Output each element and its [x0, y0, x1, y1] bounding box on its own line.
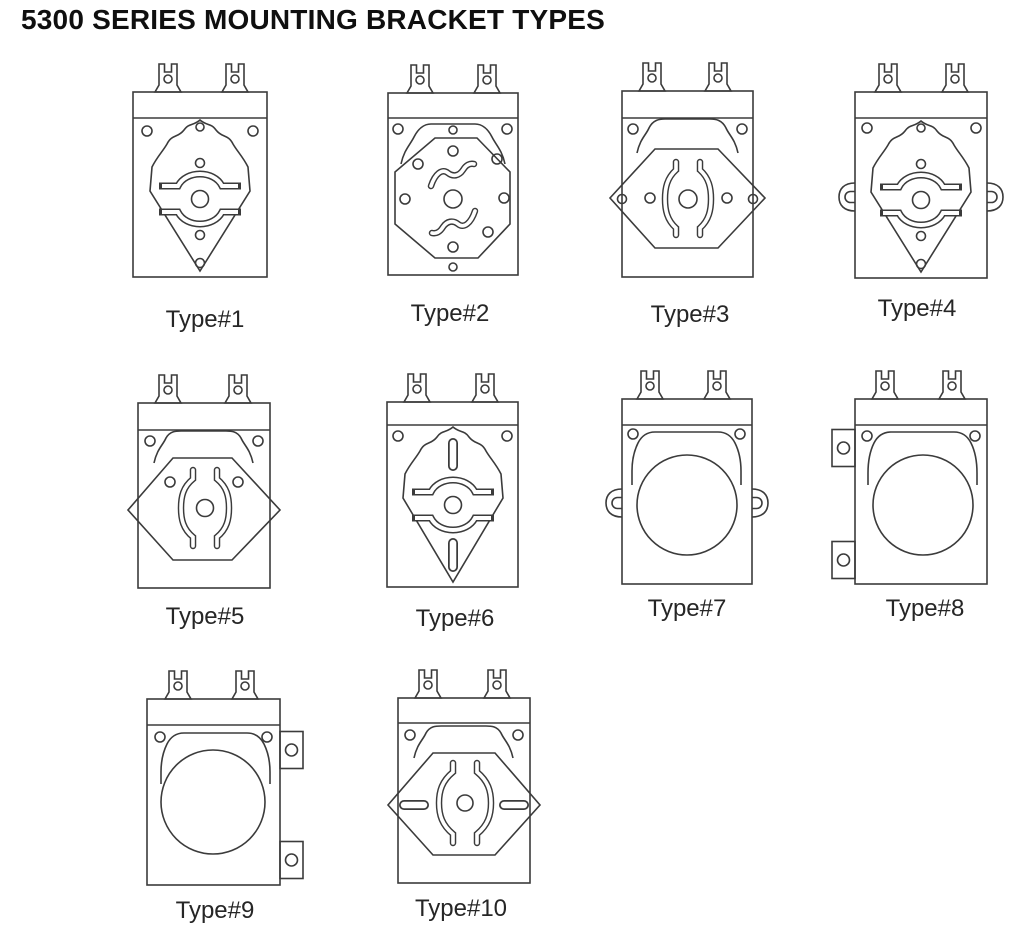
bracket-plate — [394, 123, 511, 272]
bracket-plate — [402, 425, 504, 584]
motor-body — [137, 402, 271, 589]
gearbox-plate — [867, 431, 978, 556]
spade-terminals — [638, 62, 732, 92]
bracket-figure-8 — [830, 363, 990, 588]
motor-body — [397, 697, 531, 884]
page-title: 5300 SERIES MOUNTING BRACKET TYPES — [21, 4, 606, 35]
motor-body — [854, 91, 988, 279]
type-9-label: Type#9 — [175, 897, 255, 924]
motor-drawing-type-10-icon — [386, 669, 542, 884]
motor-body — [132, 91, 268, 278]
type-6-label: Type#6 — [415, 605, 495, 632]
spade-terminals — [874, 63, 969, 93]
motor-body — [854, 398, 988, 585]
spade-terminals — [164, 670, 259, 700]
bracket-plate — [870, 119, 972, 274]
type-1-label: Type#1 — [165, 306, 245, 333]
motor-drawing-type-8-icon — [831, 370, 988, 585]
spade-terminals — [154, 374, 252, 404]
type-4-label: Type#4 — [877, 295, 957, 322]
bracket-plate — [149, 118, 251, 273]
bracket-plate — [386, 725, 542, 856]
motor-drawing-type-2-icon — [387, 64, 519, 276]
side-ears — [605, 488, 769, 518]
bracket-figure-6 — [383, 363, 522, 592]
spade-terminals — [406, 64, 501, 94]
motor-drawing-type-9-icon — [146, 670, 304, 886]
motor-drawing-type-6-icon — [386, 373, 519, 588]
type-5-label: Type#5 — [165, 603, 245, 630]
bracket-figure-4 — [836, 55, 1018, 280]
motor-drawing-type-1-icon — [132, 63, 268, 278]
bracket-figure-2 — [375, 58, 522, 282]
motor-drawing-type-7-icon — [605, 370, 769, 585]
motor-body — [146, 698, 281, 886]
bracket-plate — [126, 430, 282, 561]
motor-drawing-type-3-icon — [608, 62, 767, 278]
motor-body — [387, 92, 519, 276]
bracket-figure-10 — [386, 660, 542, 888]
spade-terminals — [636, 370, 731, 400]
spade-terminals — [403, 373, 499, 403]
spade-terminals — [154, 63, 249, 93]
side-tabs — [279, 730, 304, 880]
spade-terminals — [414, 669, 511, 699]
bracket-figure-3 — [603, 58, 787, 282]
gearbox-plate — [631, 431, 742, 556]
motor-body — [621, 398, 753, 585]
motor-body — [386, 401, 519, 588]
spade-terminals — [871, 370, 966, 400]
bracket-figure-9 — [145, 660, 305, 890]
bracket-figure-1 — [130, 58, 270, 282]
side-ears — [838, 182, 1004, 212]
type-10-label: Type#10 — [414, 895, 508, 922]
gearbox-plate — [160, 732, 271, 855]
motor-drawing-type-4-icon — [838, 63, 1004, 279]
type-7-label: Type#7 — [647, 595, 727, 622]
type-8-label: Type#8 — [885, 595, 965, 622]
bracket-plate — [608, 118, 767, 249]
bracket-figure-5 — [118, 363, 292, 592]
type-2-label: Type#2 — [410, 300, 490, 327]
side-tabs — [831, 428, 856, 580]
type-3-label: Type#3 — [650, 301, 730, 328]
bracket-figure-7 — [602, 363, 770, 588]
motor-drawing-type-5-icon — [126, 374, 282, 589]
